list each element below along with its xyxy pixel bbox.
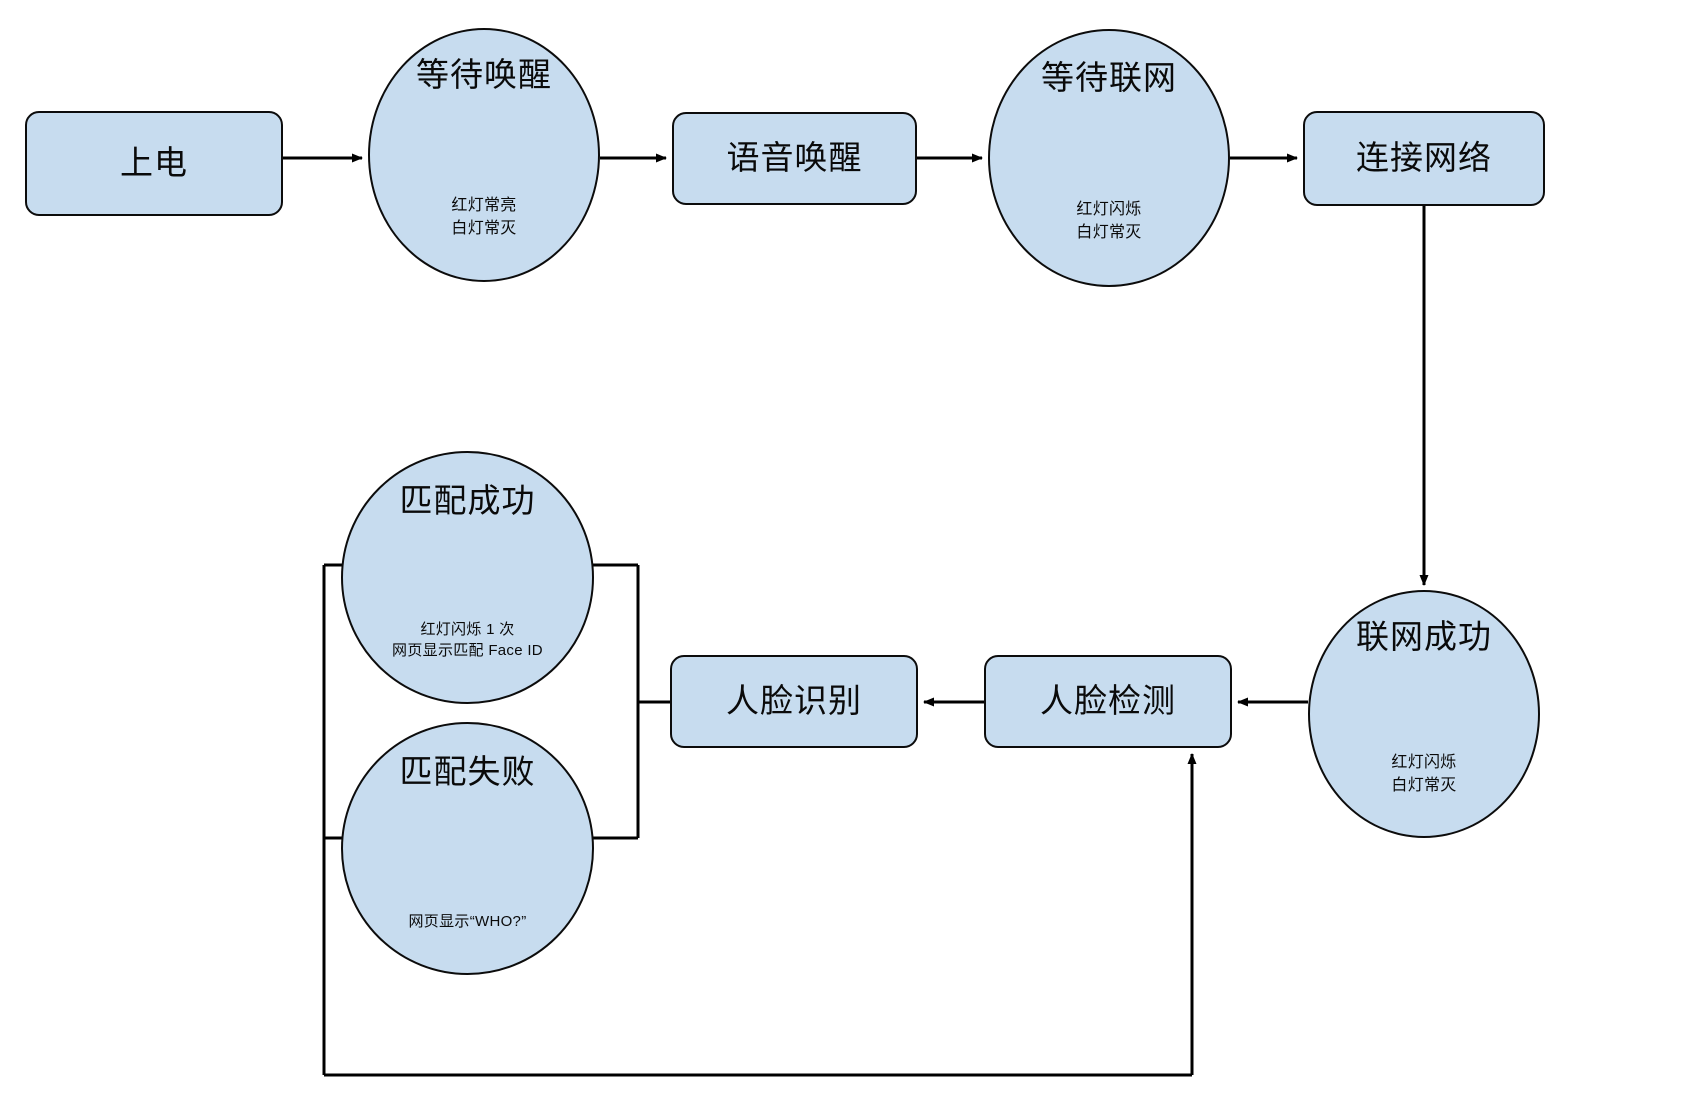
node-wait-wakeup-subtitle: 红灯常亮 白灯常灭: [451, 196, 517, 237]
node-match-success[interactable]: 匹配成功 红灯闪烁 1 次 网页显示匹配 Face ID: [341, 451, 594, 704]
node-match-success-title: 匹配成功: [399, 481, 536, 519]
node-wait-network[interactable]: 等待联网 红灯闪烁 白灯常灭: [988, 29, 1230, 287]
node-power-on-title: 上电: [120, 144, 188, 182]
node-match-fail-title: 匹配失败: [399, 752, 536, 790]
node-wait-network-title: 等待联网: [1041, 58, 1177, 96]
node-face-recognize-title: 人脸识别: [726, 682, 862, 720]
node-power-on[interactable]: 上电: [25, 111, 283, 216]
node-connect-network[interactable]: 连接网络: [1303, 111, 1545, 206]
node-wait-network-subtitle: 红灯闪烁 白灯常灭: [1076, 201, 1142, 242]
node-match-fail[interactable]: 匹配失败 网页显示“WHO?”: [341, 722, 594, 975]
node-network-success-subtitle: 红灯闪烁 白灯常灭: [1391, 753, 1457, 794]
node-face-detect[interactable]: 人脸检测: [984, 655, 1232, 748]
node-network-success[interactable]: 联网成功 红灯闪烁 白灯常灭: [1308, 590, 1540, 838]
node-match-fail-subtitle: 网页显示“WHO?”: [408, 913, 527, 931]
node-face-detect-title: 人脸检测: [1040, 682, 1176, 720]
node-match-success-subtitle: 红灯闪烁 1 次 网页显示匹配 Face ID: [392, 620, 543, 660]
node-wait-wakeup-title: 等待唤醒: [416, 56, 552, 94]
node-voice-wakeup-title: 语音唤醒: [726, 139, 863, 177]
node-connect-network-title: 连接网络: [1356, 139, 1492, 177]
node-face-recognize[interactable]: 人脸识别: [670, 655, 918, 748]
node-network-success-title: 联网成功: [1356, 618, 1492, 656]
node-wait-wakeup[interactable]: 等待唤醒 红灯常亮 白灯常灭: [368, 28, 600, 282]
node-voice-wakeup[interactable]: 语音唤醒: [672, 112, 917, 205]
